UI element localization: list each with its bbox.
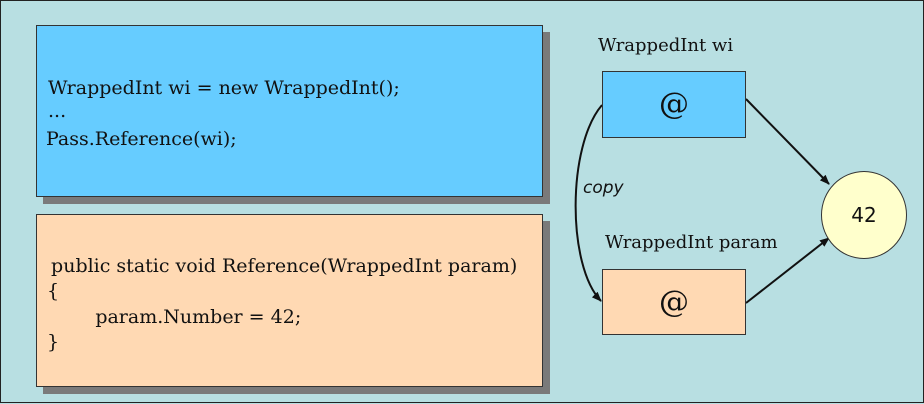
param-reference-symbol: @ <box>659 284 689 320</box>
method-code-box: public static void Reference(WrappedInt … <box>36 214 543 387</box>
wi-reference-box: @ <box>602 71 746 138</box>
copy-arrow <box>574 104 603 302</box>
copy-label: copy <box>583 178 624 198</box>
code-line: } <box>47 331 60 353</box>
code-line: Pass.Reference(wi); <box>46 128 237 150</box>
param-to-object-arrow <box>745 237 830 304</box>
object-value: 42 <box>851 203 877 227</box>
wi-variable-label: WrappedInt wi <box>598 35 734 56</box>
caller-code-box: WrappedInt wi = new WrappedInt(); ... Pa… <box>36 25 543 197</box>
object-value-circle: 42 <box>821 171 907 259</box>
code-line: { <box>47 280 60 302</box>
code-line: ... <box>48 100 67 122</box>
param-variable-label: WrappedInt param <box>605 232 778 253</box>
code-line: public static void Reference(WrappedInt … <box>45 255 518 277</box>
wi-reference-symbol: @ <box>659 87 689 122</box>
code-line: WrappedInt wi = new WrappedInt(); <box>48 77 400 99</box>
code-line: param.Number = 42; <box>47 306 302 328</box>
param-reference-box: @ <box>602 269 746 335</box>
wi-to-object-arrow <box>745 98 830 185</box>
